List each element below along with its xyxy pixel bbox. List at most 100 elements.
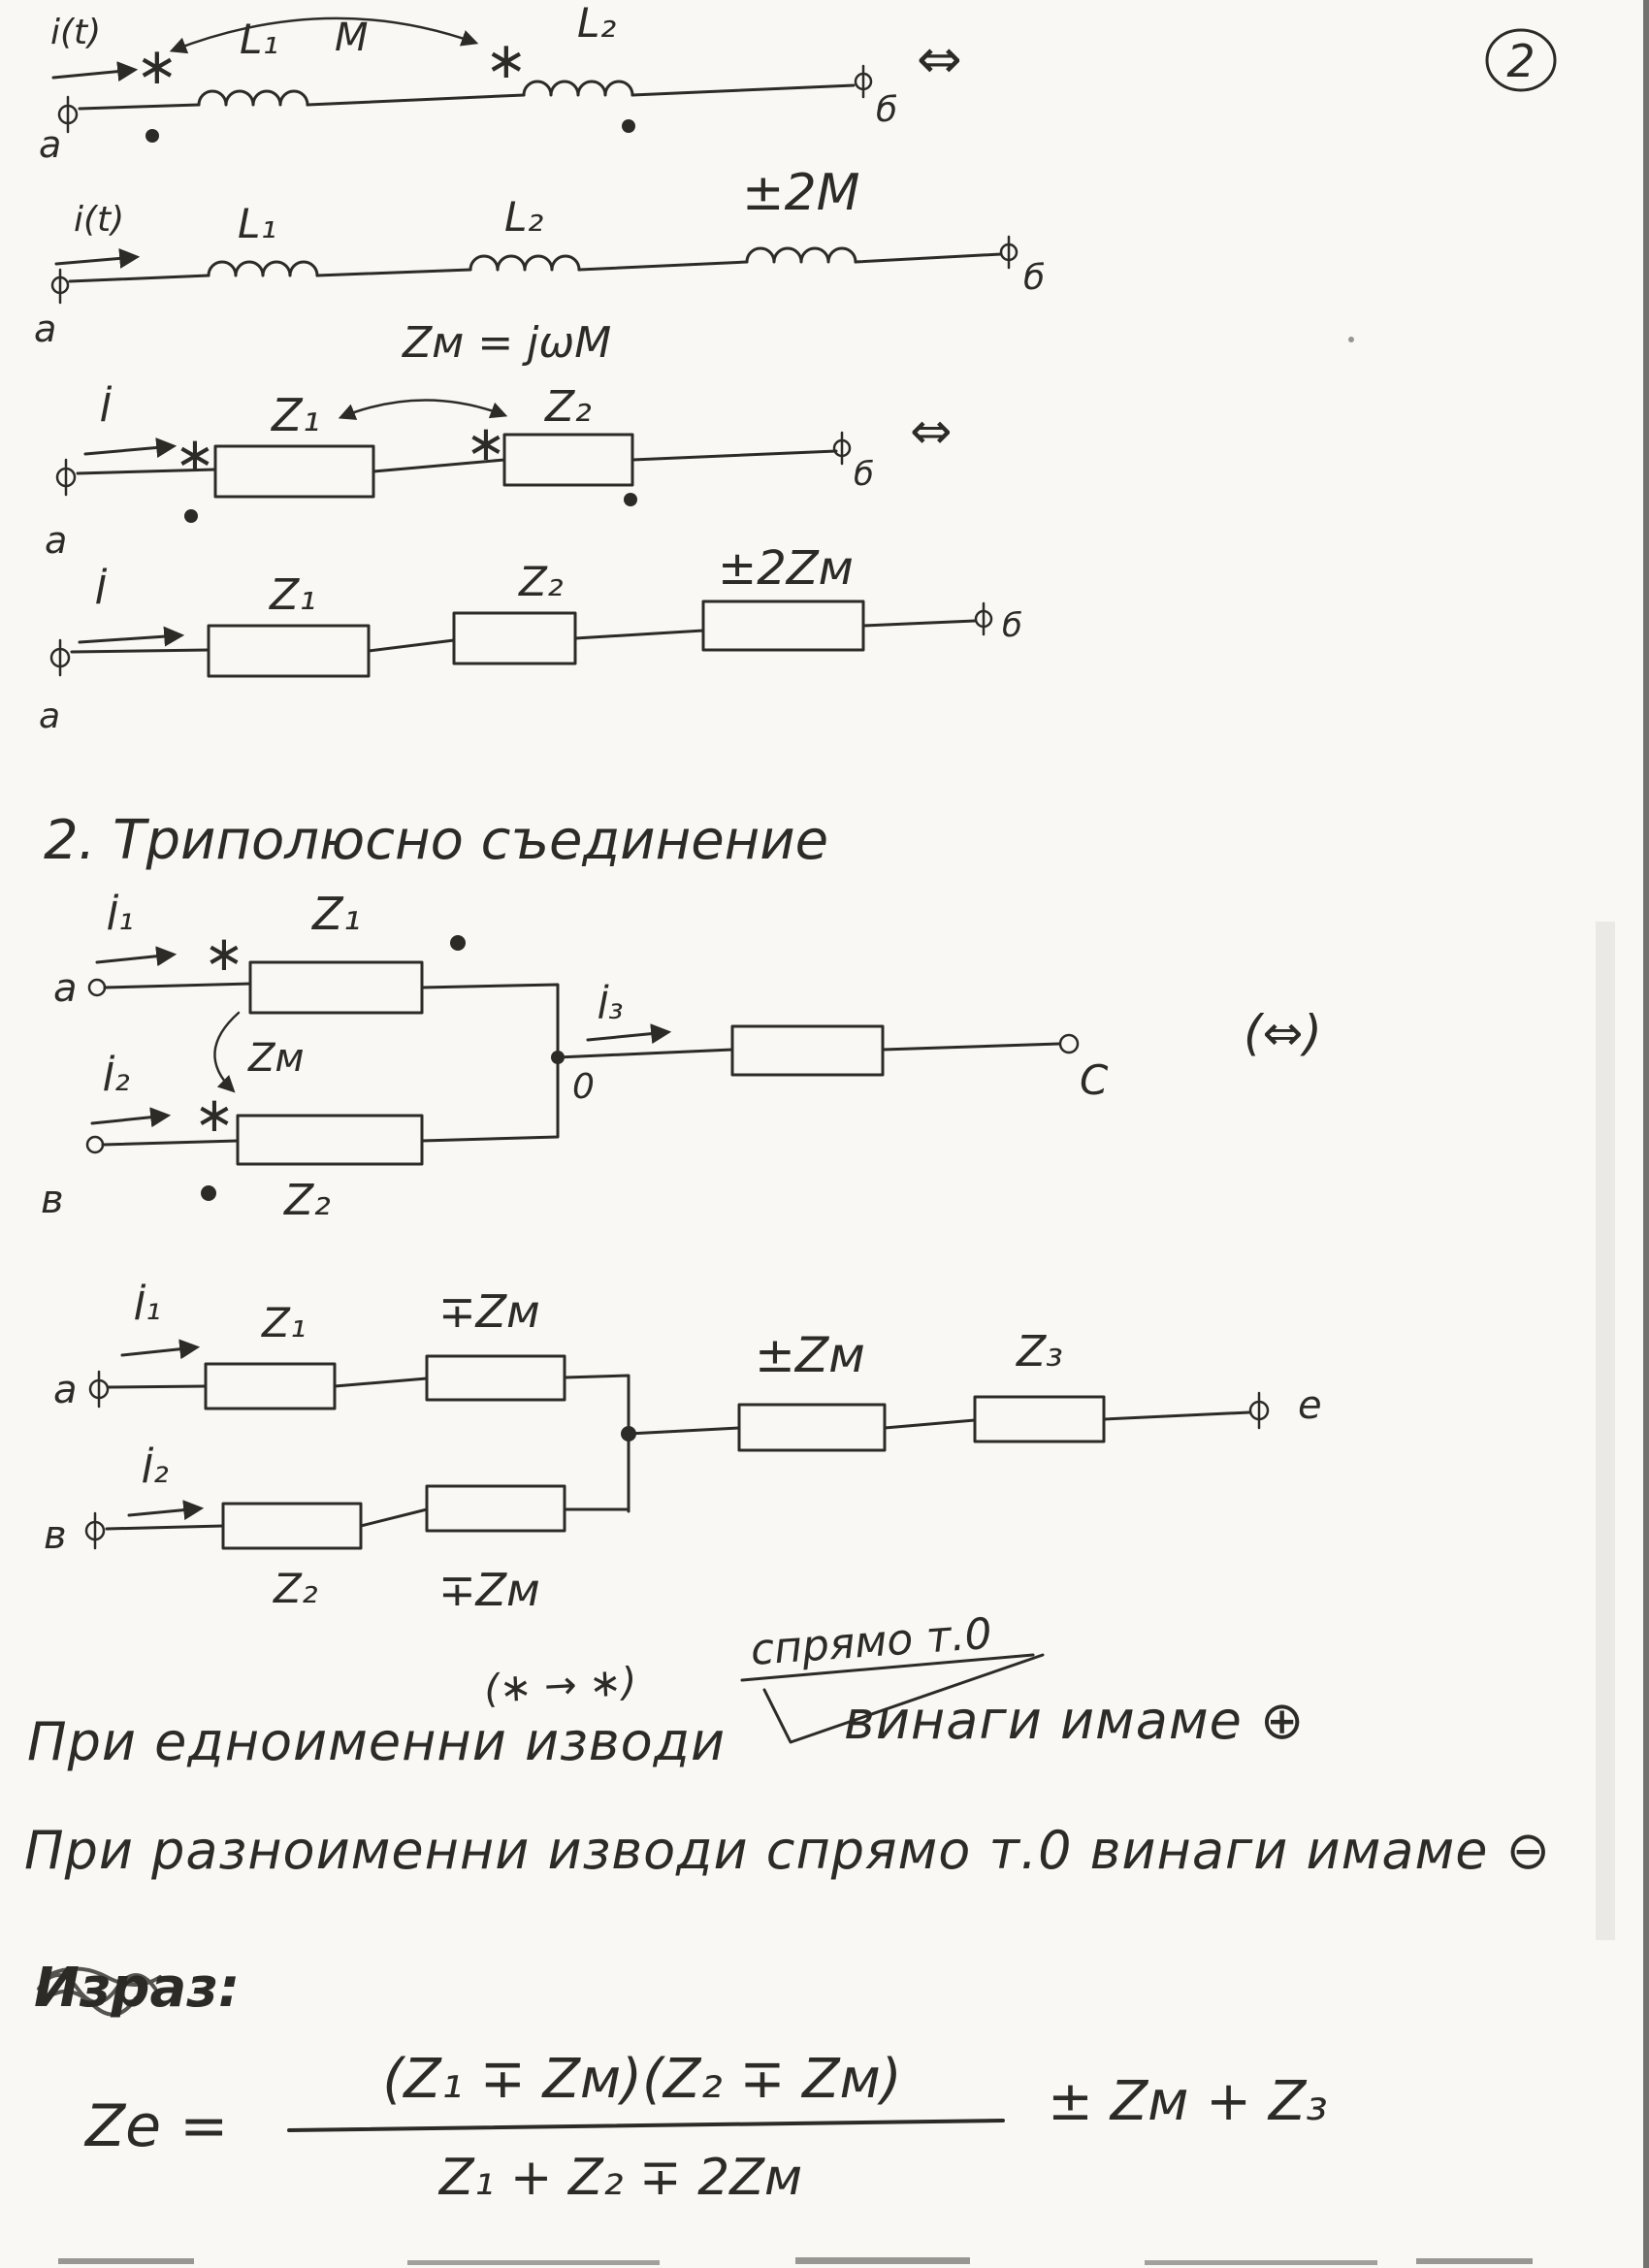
impedance-2zm-label: ±2Zм	[718, 541, 854, 596]
polarity-star: ∗	[485, 32, 528, 90]
inductor-coil-l2	[469, 254, 581, 272]
inductor-coil-2m	[745, 246, 857, 264]
page-number-badge: 2	[1485, 28, 1557, 92]
terminal-icon	[832, 431, 852, 466]
terminal-a-label: a	[53, 966, 78, 1011]
diagram-series-impedances: İ a Z₁ Z₂ ±2Zм б	[39, 541, 1022, 736]
wires	[78, 83, 856, 111]
terminal-icon	[88, 1370, 110, 1409]
diagram-coupled-inductors: i(t) a L₁ M L₂ ∗ ∗ б ⇔	[39, 0, 962, 166]
equivalent-impedance-formula: Zе = (Z₁ ∓ Zм)(Z₂ ∓ Zм) Z₁ + Z₂ ∓ 2Zм ± …	[83, 2048, 1328, 2207]
mutual-m-label: M	[335, 16, 369, 60]
inductor-l2-label: L₂	[577, 0, 616, 47]
impedance-box-z2	[452, 611, 577, 665]
node-dot	[551, 1051, 565, 1064]
formula-tail: ± Zм + Z₃	[1048, 2070, 1328, 2133]
polarity-star: ∗	[194, 1086, 235, 1143]
terminal-a-label: a	[39, 697, 60, 736]
page-number-circle	[1485, 28, 1557, 92]
impedance-z1-label: Z₁	[261, 1299, 307, 1346]
impedance-box-zm-mid	[737, 1403, 887, 1452]
page-number: 2	[1506, 35, 1535, 87]
scan-edge-line	[1643, 0, 1649, 2268]
terminal-a-label: a	[45, 519, 67, 562]
coupling-arrow	[213, 1011, 241, 1093]
inductor-l2-label: L₂	[504, 193, 543, 241]
note-line1-start: При едноименни изводи	[27, 1711, 726, 1772]
polarity-star: ∗	[175, 427, 215, 483]
terminal-icon	[84, 1511, 106, 1550]
wires	[101, 982, 1061, 1147]
terminal-b-label: б	[1023, 258, 1045, 298]
impedance-zm-mid-label: ±Zм	[755, 1327, 865, 1383]
current-arrow	[54, 247, 141, 269]
scan-bottom-mark	[407, 2260, 660, 2265]
impedance-z2-label: Z₂	[544, 382, 592, 432]
node-0-label: 0	[572, 1067, 595, 1107]
terminal-c-label: C	[1080, 1056, 1109, 1104]
scan-bottom-mark	[1145, 2260, 1377, 2265]
inductor-coil-l1	[197, 89, 309, 107]
polarity-star: ∗	[466, 415, 506, 471]
terminal-a-label: a	[39, 123, 61, 166]
polarity-star: ∗	[136, 38, 178, 96]
terminal-circle	[1058, 1033, 1080, 1054]
formula-numerator: (Z₁ ∓ Zм)(Z₂ ∓ Zм)	[382, 2048, 901, 2111]
terminal-icon	[974, 601, 993, 636]
current-label: i(t)	[50, 13, 101, 52]
coupling-arrow	[338, 399, 508, 420]
current-arrow	[78, 626, 185, 647]
dot-convention-annotation: (∗ → ∗)	[483, 1660, 637, 1712]
terminal-e-label: e	[1298, 1383, 1322, 1428]
terminal-v-label: в	[44, 1513, 67, 1558]
current-i2-label: İ₂	[142, 1445, 169, 1492]
scan-shadow-band	[1596, 922, 1615, 1940]
impedance-box-z1	[207, 624, 371, 678]
formula-denominator: Z₁ + Z₂ ∓ 2Zм	[437, 2149, 802, 2207]
scribble-strokes	[37, 1966, 162, 2017]
impedance-z2-label: Z₂	[273, 1565, 318, 1612]
wires	[68, 252, 1003, 283]
terminal-icon	[854, 64, 873, 99]
current-i3-arrow	[586, 1023, 672, 1045]
terminal-a-label: a	[34, 308, 56, 350]
current-arrow	[51, 61, 139, 82]
mutual-2m-label: ±2M	[742, 164, 860, 222]
polarity-dot	[622, 119, 635, 133]
impedance-zm-top-label: ∓Zм	[438, 1285, 540, 1338]
polarity-dot	[146, 129, 159, 143]
terminal-a-label: a	[53, 1368, 78, 1412]
impedance-box-zm-top	[425, 1354, 566, 1402]
terminal-b-label: б	[876, 90, 897, 130]
impedance-zm-bottom-label: ∓Zм	[438, 1564, 540, 1616]
scan-bottom-mark	[1416, 2258, 1533, 2264]
impedance-box-z3	[973, 1395, 1106, 1443]
equivalence-symbol: ⇔	[917, 28, 962, 91]
wires	[76, 449, 838, 475]
section-heading: 2. Триполюсно съединение	[44, 809, 828, 872]
impedance-box-z2	[221, 1502, 363, 1550]
current-i2-arrow	[127, 1500, 205, 1521]
impedance-box-z1	[248, 960, 424, 1015]
mutual-zm-label: Zм	[247, 1036, 305, 1081]
equivalence-symbol: ⇔	[910, 403, 953, 461]
coupling-arrow	[169, 16, 479, 54]
current-label: İ	[95, 567, 108, 613]
impedance-z1-label: Z₁	[270, 389, 320, 441]
scribbled-word: Израз:	[34, 1957, 240, 2020]
current-i1-arrow	[120, 1339, 201, 1360]
diagram-coupled-impedances: İ a Z₁ Z₂ ∗ ∗ б ⇔	[45, 382, 953, 562]
scan-artifacts	[58, 0, 1649, 2268]
impedance-box-2zm	[701, 599, 865, 652]
impedance-box-z1	[204, 1362, 337, 1410]
terminal-icon	[57, 95, 79, 134]
current-arrow	[83, 437, 178, 458]
polarity-dot	[624, 493, 637, 506]
equivalence-symbol: (⇔)	[1244, 1005, 1322, 1061]
terminal-icon	[55, 458, 77, 497]
impedance-z3-label: Z₃	[1016, 1327, 1063, 1377]
diagram-three-terminal: İ₁ a ∗ Z₁ 0 İ₃ C Zм İ₂ ∗ в Z₂ (⇔)	[41, 888, 1322, 1225]
current-i2-label: İ₂	[103, 1053, 130, 1100]
terminal-icon	[49, 638, 71, 677]
